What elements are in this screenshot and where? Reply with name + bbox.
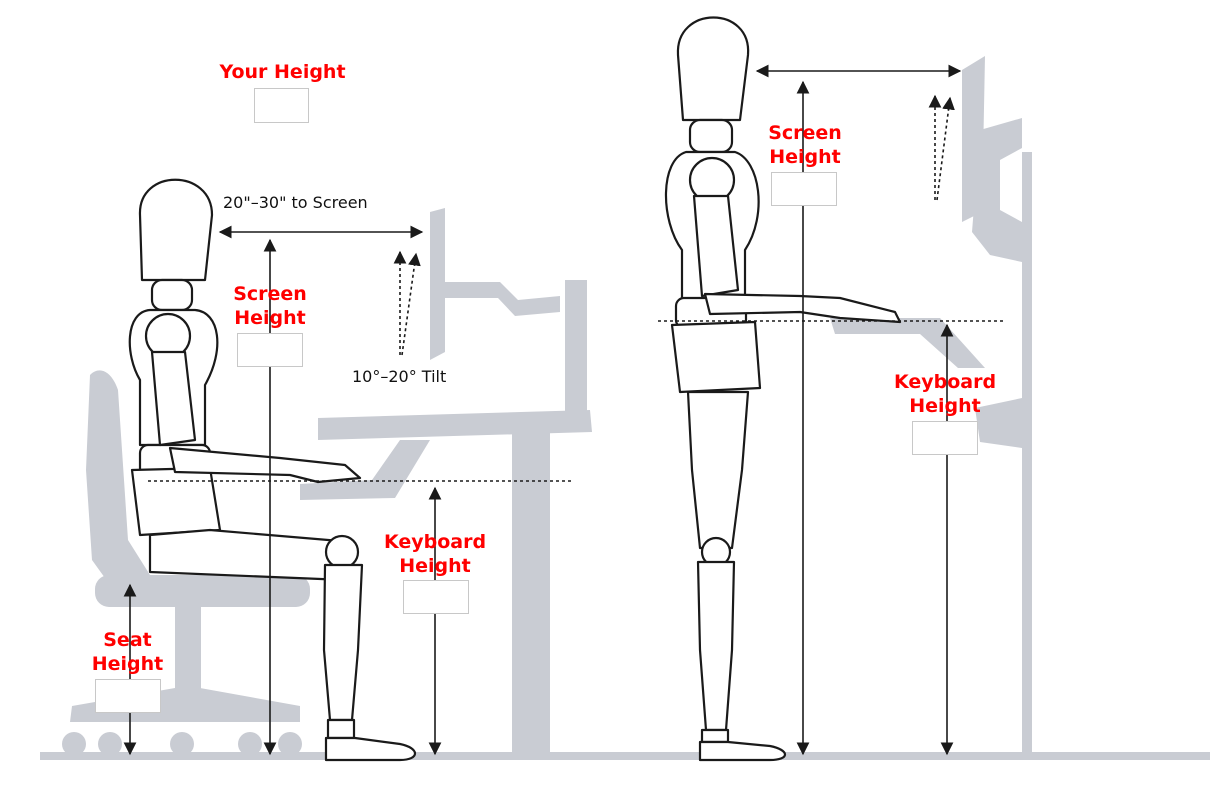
- standing-ankle: [700, 728, 730, 744]
- standing-figure: [664, 16, 902, 762]
- seated-monitor: [430, 208, 445, 360]
- standing-keyboard-height-label-line2: Height: [909, 395, 981, 417]
- standing-head: [676, 16, 750, 122]
- floor: [40, 752, 1210, 760]
- standing-keyboard-tray: [830, 318, 985, 368]
- seated-keyboard-height-label-line2: Height: [399, 555, 471, 577]
- seated-keyboard-height-input[interactable]: [404, 581, 468, 613]
- standing-neck: [688, 118, 734, 154]
- your-height-label: Your Height: [219, 61, 346, 83]
- standing-pelvis: [670, 320, 762, 394]
- seated-ankle: [326, 718, 356, 740]
- seated-screen-height-input[interactable]: [238, 334, 302, 366]
- your-height-input[interactable]: [255, 89, 308, 122]
- chair-seat: [95, 575, 310, 607]
- desk-top: [318, 410, 592, 440]
- standing-tilt-angle-line: [936, 96, 955, 201]
- seated-thigh: [148, 528, 354, 582]
- seated-pelvis: [130, 466, 222, 537]
- desk-leg: [512, 425, 550, 755]
- seated-screen-height-label-line1: Screen: [233, 283, 307, 305]
- seat-height-label: Seat Height: [80, 628, 175, 676]
- standing-keyboard-height-input[interactable]: [913, 422, 977, 454]
- your-height-input-box[interactable]: [254, 88, 309, 123]
- tilt-note: 10°–20° Tilt: [352, 367, 447, 386]
- chair-wheel: [62, 732, 86, 756]
- seated-screen-height-input-box[interactable]: [237, 333, 303, 367]
- seat-height-input-box[interactable]: [95, 679, 161, 713]
- standing-keyboard-height-label-line1: Keyboard: [893, 371, 997, 393]
- standing-screen-height-input-box[interactable]: [771, 172, 837, 206]
- seated-figure: [128, 178, 417, 762]
- seated-screen-height-label: Screen Height: [220, 282, 320, 330]
- seated-keyboard-height-label-line1: Keyboard: [383, 531, 487, 553]
- monitor-pole: [565, 280, 587, 420]
- seated-upper-arm: [150, 350, 197, 447]
- standing-screen-height-input[interactable]: [772, 173, 836, 205]
- seated-keyboard-height-input-box[interactable]: [403, 580, 469, 614]
- standing-keyboard-height-label: Keyboard Height: [885, 370, 1005, 418]
- chair-wheel: [278, 732, 302, 756]
- standing-shin: [696, 560, 736, 732]
- seated-neck: [150, 278, 194, 312]
- seated-desk: [300, 208, 592, 755]
- seated-screen-height-label-line2: Height: [234, 307, 306, 329]
- chair-column: [175, 600, 201, 690]
- chair-wheel: [98, 732, 122, 756]
- seated-knee: [324, 534, 360, 570]
- viewing-distance-note: 20"–30" to Screen: [223, 193, 368, 212]
- tilt-angle-line: [401, 252, 421, 356]
- monitor-arm: [445, 282, 560, 316]
- furniture: [40, 56, 1210, 760]
- seated-shin: [322, 563, 364, 722]
- keyboard-tray: [300, 440, 430, 500]
- chair-backrest: [86, 370, 150, 585]
- seated-head: [138, 178, 214, 282]
- standing-foot: [698, 740, 787, 762]
- standing-desk-bracket: [975, 398, 1022, 448]
- standing-screen-height-label-line1: Screen: [768, 122, 842, 144]
- standing-upper-arm: [692, 194, 740, 298]
- seated-keyboard-height-label: Keyboard Height: [375, 530, 495, 578]
- standing-screen-height-label-line2: Height: [769, 146, 841, 168]
- seat-height-input[interactable]: [96, 680, 160, 712]
- standing-monitor-arm: [972, 118, 1022, 262]
- chair-wheel: [170, 732, 194, 756]
- standing-keyboard-height-input-box[interactable]: [912, 421, 978, 455]
- chair-wheel: [238, 732, 262, 756]
- standing-desk-pole: [1022, 152, 1032, 754]
- standing-screen-height-label: Screen Height: [755, 121, 855, 169]
- seat-height-label-line1: Seat: [103, 629, 152, 651]
- seated-foot: [324, 736, 417, 762]
- seat-height-label-line2: Height: [91, 653, 164, 675]
- standing-thigh: [686, 390, 750, 550]
